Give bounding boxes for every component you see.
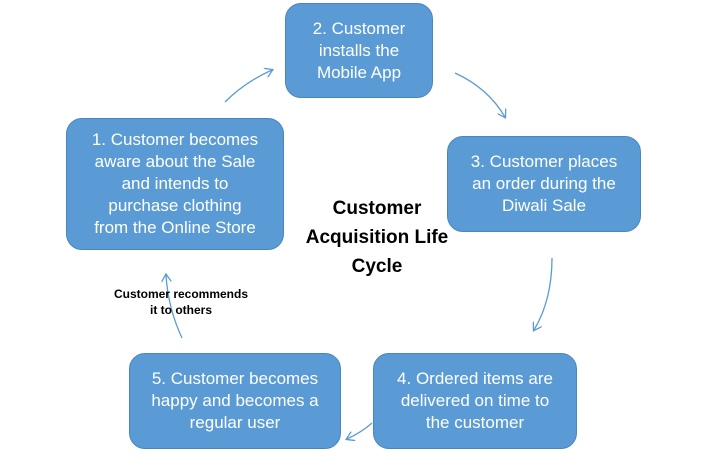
arrow-step3-to-step4 bbox=[534, 257, 553, 330]
step-4-box: 4. Ordered items are delivered on time t… bbox=[373, 353, 577, 449]
step-1-label: 1. Customer becomes aware about the Sale… bbox=[91, 130, 259, 237]
step-3-box: 3. Customer places an order during the D… bbox=[447, 136, 641, 232]
arrow-step5-to-step1 bbox=[166, 275, 183, 339]
step-1-box: 1. Customer becomes aware about the Sale… bbox=[66, 118, 284, 250]
step-5-label: 5. Customer becomes happy and becomes a … bbox=[151, 369, 319, 432]
recommend-label: Customer recommends it to others bbox=[113, 287, 249, 317]
step-4-label: 4. Ordered items are delivered on time t… bbox=[397, 369, 553, 432]
arrow-step1-to-step2 bbox=[224, 70, 272, 103]
step-5-box: 5. Customer becomes happy and becomes a … bbox=[129, 353, 341, 449]
step-3-label: 3. Customer places an order during the D… bbox=[470, 152, 618, 215]
diagram-title: Customer Acquisition Life Cycle bbox=[305, 198, 449, 277]
arrow-step2-to-step3 bbox=[454, 72, 505, 117]
step-2-label: 2. Customer installs the Mobile App bbox=[312, 18, 406, 82]
arrow-step4-to-step5 bbox=[347, 422, 373, 439]
step-2-box: 2. Customer installs the Mobile App bbox=[285, 3, 433, 98]
